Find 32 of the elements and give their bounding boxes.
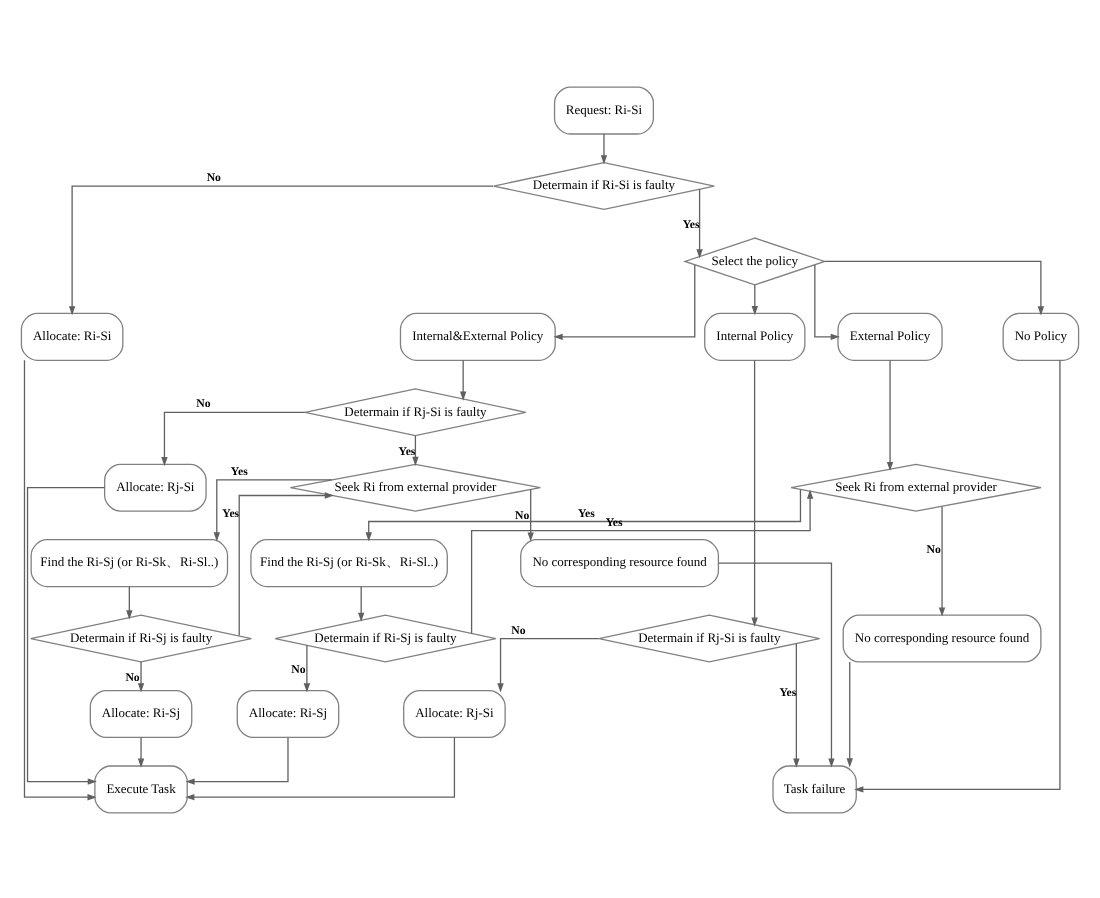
arrow [137,735,145,767]
arrow [68,184,494,315]
arrow [161,410,306,466]
arrow [527,487,534,541]
arrow [238,491,334,636]
arrow [846,660,853,767]
arrow [126,584,133,619]
arrow [497,636,600,692]
arrow [26,486,106,784]
arrow [854,358,1061,792]
arrow [303,643,311,692]
arrow [814,263,840,340]
arrow [751,283,758,315]
arrow [358,584,365,621]
arrow [938,505,946,616]
arrow [553,263,696,340]
arrow [213,478,333,541]
arrow [412,434,419,465]
arrow [137,660,145,692]
arrow [600,132,608,164]
arrow [470,488,814,633]
arrow [718,561,835,767]
arrow [185,735,456,800]
arrow [185,736,289,784]
arrow [459,358,467,400]
arrow [696,187,703,258]
arrow [824,259,1045,315]
arrow [751,358,758,626]
arrow [793,641,800,767]
arrow [365,487,802,541]
arrow [23,358,97,800]
arrow [886,358,894,471]
